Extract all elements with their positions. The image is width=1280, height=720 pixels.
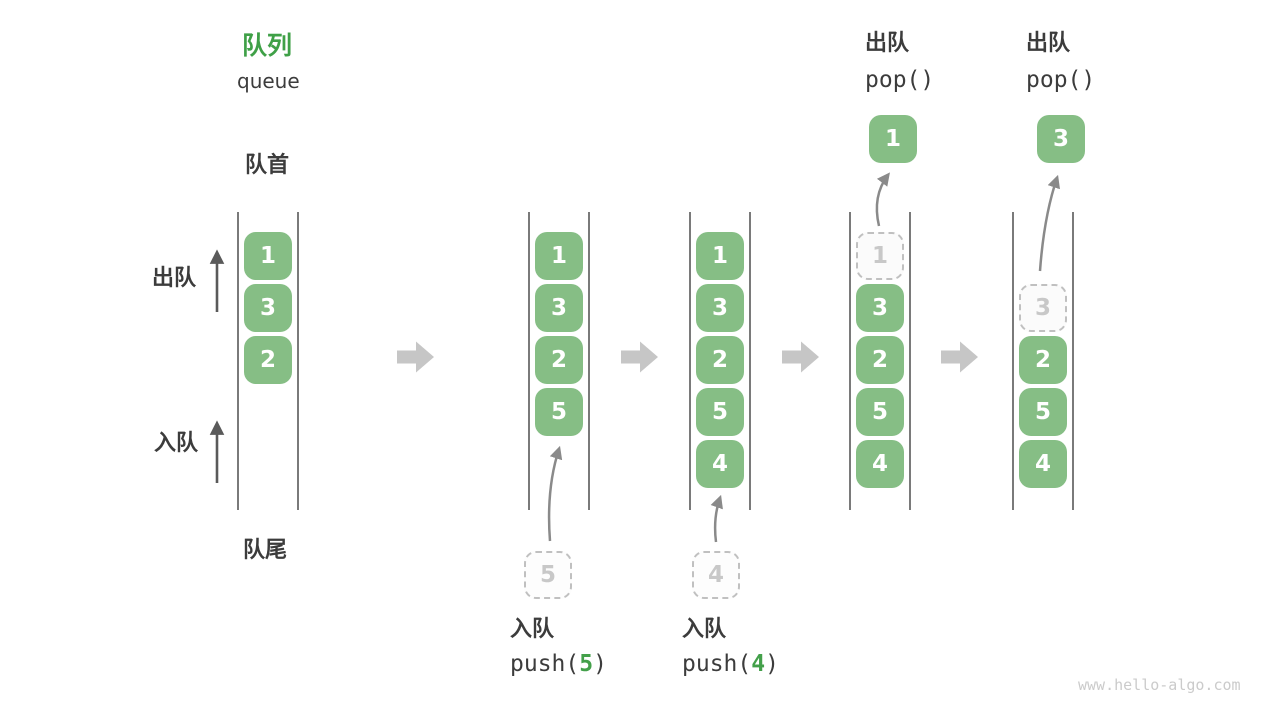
queue-item-box-2-stage-1: 2 <box>244 336 292 384</box>
push-code-prefix: push( <box>510 651 580 677</box>
queue-item-box-2-stage-4: 2 <box>856 336 904 384</box>
incoming-item-box-5: 5 <box>524 551 572 599</box>
diagram-title-en: queue <box>237 69 300 93</box>
stage-transition-arrow-4 <box>941 341 978 373</box>
queue-item-box-5-stage-3: 5 <box>696 388 744 436</box>
queue-item-box-5-stage-5: 5 <box>1019 388 1067 436</box>
pop-code-label-1: pop() <box>865 67 935 93</box>
push-flow-arrow-4 <box>710 494 723 543</box>
queue-item-box-2-stage-3: 2 <box>696 336 744 384</box>
queue-item-box-3-stage-1: 3 <box>244 284 292 332</box>
stage-transition-arrow-3 <box>782 341 819 373</box>
queue-item-box-4-stage-4: 4 <box>856 440 904 488</box>
queue-item-box-2-stage-2: 2 <box>535 336 583 384</box>
push-code-suffix: ) <box>593 651 607 677</box>
dequeue-direction-label: 出队 <box>152 266 197 291</box>
queue-item-box-5-stage-2: 5 <box>535 388 583 436</box>
pop-flow-arrow-1 <box>875 172 890 227</box>
push-flow-arrow-5 <box>547 445 563 542</box>
stage-transition-arrow-2 <box>621 341 658 373</box>
queue-rear-label: 队尾 <box>243 538 288 563</box>
push-code-prefix: push( <box>682 651 752 677</box>
dequeue-op-label-1: 出队 <box>865 31 910 56</box>
pop-code-label-3: pop() <box>1026 67 1096 93</box>
removed-item-placeholder-3-stage-5: 3 <box>1019 284 1067 332</box>
queue-item-box-3-stage-4: 3 <box>856 284 904 332</box>
queue-item-box-2-stage-5: 2 <box>1019 336 1067 384</box>
removed-item-placeholder-1-stage-4: 1 <box>856 232 904 280</box>
queue-item-box-4-stage-3: 4 <box>696 440 744 488</box>
dequeue-op-label-3: 出队 <box>1026 31 1071 56</box>
push-code-argument: 5 <box>579 651 594 677</box>
enqueue-op-label-4: 入队 <box>682 617 727 642</box>
queue-item-box-1-stage-1: 1 <box>244 232 292 280</box>
pop-flow-arrow-3 <box>1038 174 1060 272</box>
diagram-title-zh: 队列 <box>242 31 293 60</box>
watermark: www.hello-algo.com <box>1078 676 1241 694</box>
stage-transition-arrow-1 <box>397 341 434 373</box>
popped-item-box-3: 3 <box>1037 115 1085 163</box>
push-code-label-4: push(4) <box>682 651 779 677</box>
queue-item-box-3-stage-2: 3 <box>535 284 583 332</box>
incoming-item-box-4: 4 <box>692 551 740 599</box>
queue-item-box-5-stage-4: 5 <box>856 388 904 436</box>
enqueue-op-label-5: 入队 <box>510 617 555 642</box>
push-code-label-5: push(5) <box>510 651 607 677</box>
queue-item-box-1-stage-2: 1 <box>535 232 583 280</box>
push-code-suffix: ) <box>765 651 779 677</box>
queue-item-box-3-stage-3: 3 <box>696 284 744 332</box>
queue-item-box-4-stage-5: 4 <box>1019 440 1067 488</box>
popped-item-box-1: 1 <box>869 115 917 163</box>
push-code-argument: 4 <box>751 651 766 677</box>
enqueue-direction-label: 入队 <box>154 431 199 456</box>
queue-front-label: 队首 <box>245 153 290 178</box>
queue-item-box-1-stage-3: 1 <box>696 232 744 280</box>
